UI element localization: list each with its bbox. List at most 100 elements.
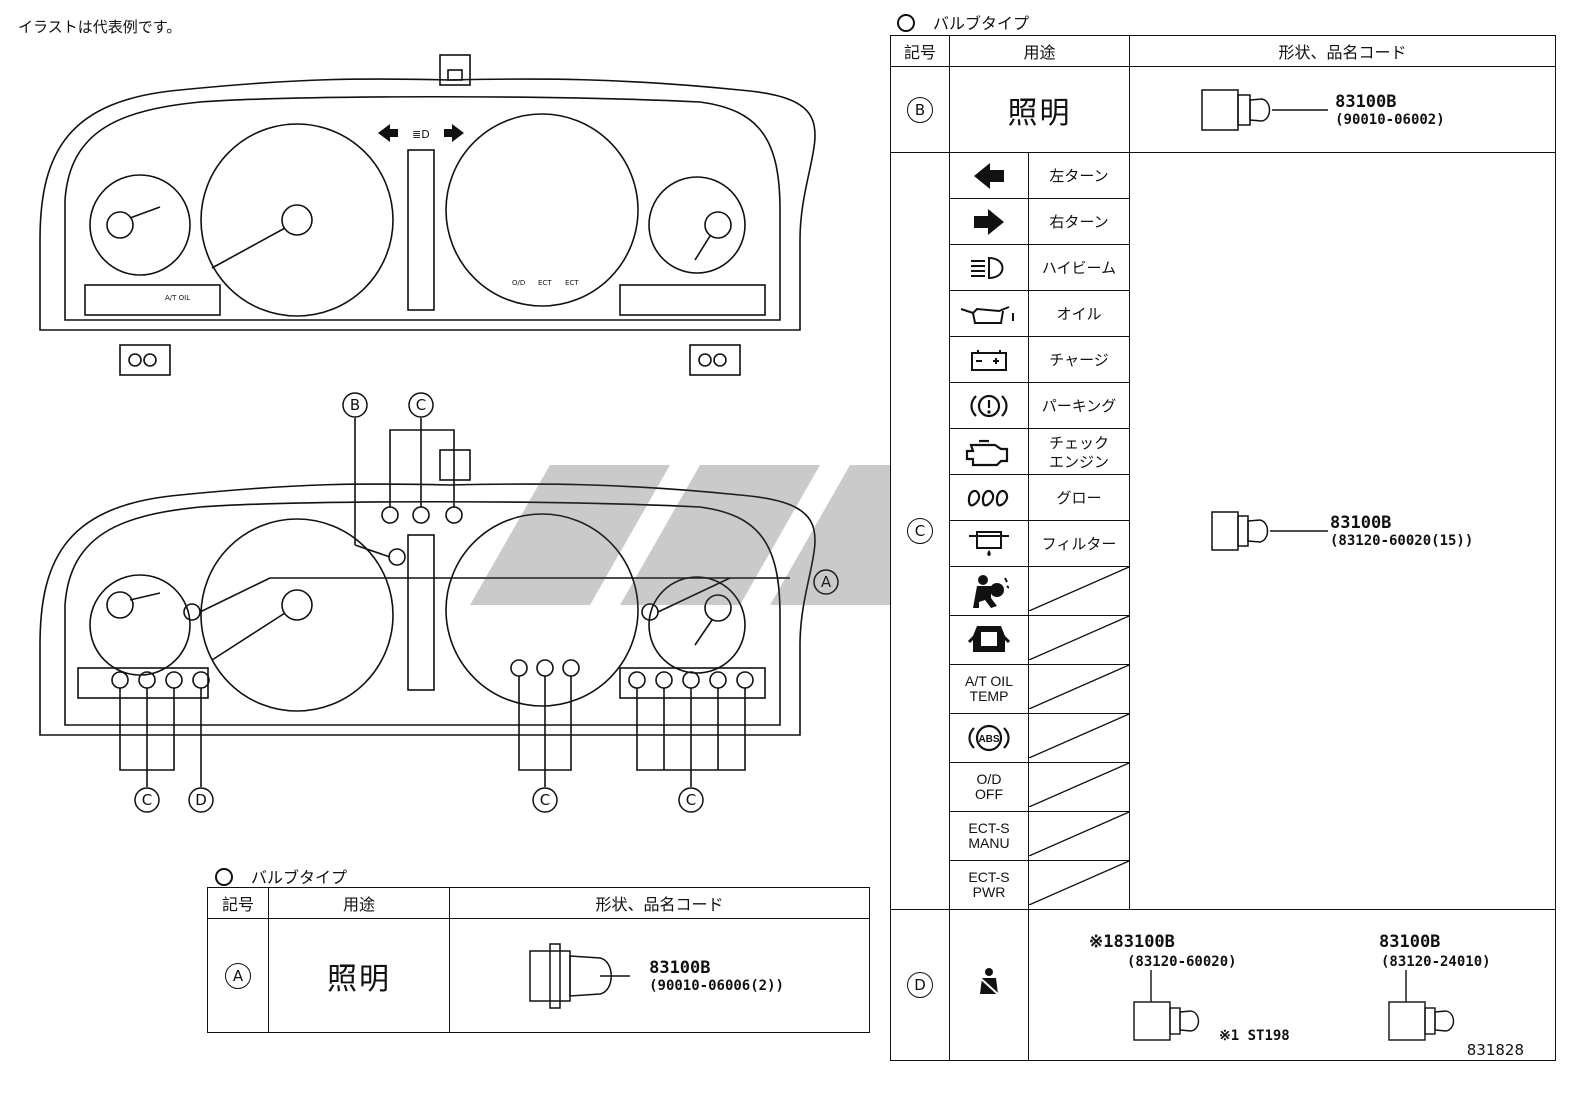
- row-c-item: C 左ターン 83100B(83120-60020(15)): [890, 152, 1556, 910]
- code-b: 83100B: [1335, 91, 1397, 112]
- indicator-label: グロー: [1056, 489, 1102, 507]
- svg-text:ECT: ECT: [565, 279, 579, 287]
- glow-plug-icon: [967, 489, 1009, 506]
- header-shape-code: 形状、品名コード: [449, 887, 870, 919]
- subcode-b: (90010-06002): [1335, 111, 1445, 128]
- top-od-label: O/D: [512, 279, 525, 287]
- row-c-item: パーキング: [891, 382, 1556, 429]
- svg-text:≣D: ≣D: [412, 128, 430, 141]
- indicator-label: オイル: [1056, 305, 1102, 323]
- indicator-label: 右ターン: [1049, 213, 1109, 231]
- code-d1: 83100B: [1113, 932, 1175, 952]
- subcode-c: (83120-60020(15)): [1330, 533, 1474, 549]
- code-a: 83100B: [649, 957, 711, 978]
- check-engine-icon: [965, 439, 1009, 466]
- bulb-wedge-d2-icon: [1388, 970, 1455, 1041]
- indicator-label: チャージ: [1049, 351, 1109, 369]
- diagonal-slash: [1028, 566, 1130, 612]
- indicator-text-icon: ECT-S PWR: [968, 869, 1010, 900]
- use-lighting-b: 照明: [1007, 95, 1072, 131]
- airbag-icon: [973, 575, 1009, 608]
- indicator-label: 左ターン: [1049, 167, 1109, 185]
- row-c-item: [891, 566, 1556, 616]
- svg-text:ECT: ECT: [538, 279, 552, 287]
- diagonal-slash: [1028, 860, 1130, 906]
- diagonal-slash: [1028, 664, 1130, 710]
- reference-number: 831828: [1466, 1041, 1524, 1059]
- indicator-text-icon: O/D OFF: [975, 771, 1003, 802]
- bulb-wedge-c-icon: [1211, 511, 1328, 551]
- row-c-item: ECT-S PWR: [891, 860, 1556, 910]
- callout-c-right: C: [678, 787, 704, 813]
- indicator-label: パーキング: [1041, 397, 1117, 415]
- cluster-diagram: ≣D O/D ECT ECT A/T OIL: [39, 54, 839, 813]
- callout-d: D: [188, 787, 214, 813]
- bulb-wedge-b-icon: [1201, 88, 1328, 131]
- header-shape-code-r: 形状、品名コード: [1129, 35, 1556, 67]
- row-c-item: 右ターン: [891, 198, 1556, 245]
- header-symbol: 記号: [207, 887, 269, 919]
- cluster-bottom: [39, 418, 816, 787]
- fuel-filter-icon: [969, 530, 1009, 556]
- subcode-d2: (83120-24010): [1381, 954, 1491, 970]
- row-c-group: C 左ターン 83100B(83120-60020(15)) 右ターンハイビームオイル…: [890, 152, 1556, 910]
- indicator-label: フィルター: [1041, 535, 1117, 553]
- symbol-d: D: [907, 972, 933, 998]
- symbol-c: C: [907, 518, 933, 544]
- svg-text:A/T OIL: A/T OIL: [165, 294, 190, 302]
- table-left-title: バルブタイプ: [215, 864, 347, 888]
- row-c-item: フィルター: [891, 520, 1556, 567]
- svg-text:ABS: ABS: [978, 734, 999, 745]
- use-lighting-a: 照明: [327, 961, 391, 997]
- svg-text:C: C: [416, 396, 426, 414]
- high-beam-icon: [971, 256, 1004, 279]
- battery-icon: [971, 349, 1007, 371]
- row-c-item: チャージ: [891, 336, 1556, 383]
- indicator-label: ハイビーム: [1041, 259, 1117, 277]
- callout-b: B: [342, 392, 368, 418]
- symbol-b: B: [907, 96, 933, 123]
- bulb-wedge-large-icon: [529, 942, 630, 1009]
- table-right-title: バルブタイプ: [897, 10, 1029, 34]
- parking-brake-icon: [970, 394, 1008, 417]
- row-c-item: グロー: [891, 474, 1556, 521]
- subcode-a: (90010-06006(2)): [649, 977, 784, 994]
- callout-a: A: [813, 569, 839, 595]
- svg-text:C: C: [686, 791, 696, 809]
- illustration-note: イラストは代表例です。: [18, 18, 182, 36]
- footnote-d: ※1 ST198: [1219, 1028, 1290, 1044]
- diagonal-slash: [1028, 615, 1130, 661]
- left-arrow-icon: [974, 162, 1004, 189]
- callout-c-center: C: [532, 787, 558, 813]
- header-use-r: 用途: [949, 35, 1130, 67]
- code-d1-prefix: ※1: [1089, 932, 1114, 952]
- bulb-table-a: 記号 用途 形状、品名コード A 照明 83100B (90010-06006(…: [207, 887, 870, 1033]
- svg-text:C: C: [540, 791, 550, 809]
- bulb-wedge-d1-icon: [1133, 970, 1200, 1041]
- header-use: 用途: [268, 887, 450, 919]
- diagonal-slash: [1028, 811, 1130, 857]
- right-arrow-icon: [974, 208, 1004, 235]
- code-c: 83100B: [1330, 513, 1392, 533]
- row-c-item: ABS: [891, 713, 1556, 763]
- top-turn-arrows: [378, 124, 464, 142]
- indicator-text-icon: A/T OIL TEMP: [965, 673, 1013, 704]
- seatbelt-icon: [977, 968, 1001, 997]
- door-open-icon: [967, 626, 1011, 652]
- row-c-item: チェック エンジン: [891, 428, 1556, 475]
- callout-c-left: C: [134, 787, 160, 813]
- indicator-text-icon: ECT-S MANU: [968, 820, 1010, 851]
- svg-text:A: A: [821, 573, 832, 591]
- code-d2: 83100B: [1379, 932, 1441, 952]
- indicator-label: チェック エンジン: [1048, 433, 1109, 471]
- svg-text:B: B: [350, 396, 360, 414]
- diagonal-slash: [1028, 713, 1130, 759]
- svg-text:C: C: [142, 791, 152, 809]
- subcode-d1: (83120-60020): [1127, 954, 1237, 970]
- row-c-item: [891, 615, 1556, 665]
- header-symbol-r: 記号: [890, 35, 950, 67]
- bulb-table-bcd: 記号 用途 形状、品名コード B 照明 83100B (90010-06002)…: [890, 35, 1556, 1061]
- callout-c-top: C: [408, 392, 434, 418]
- svg-text:D: D: [195, 791, 207, 809]
- cluster-top: [39, 54, 816, 376]
